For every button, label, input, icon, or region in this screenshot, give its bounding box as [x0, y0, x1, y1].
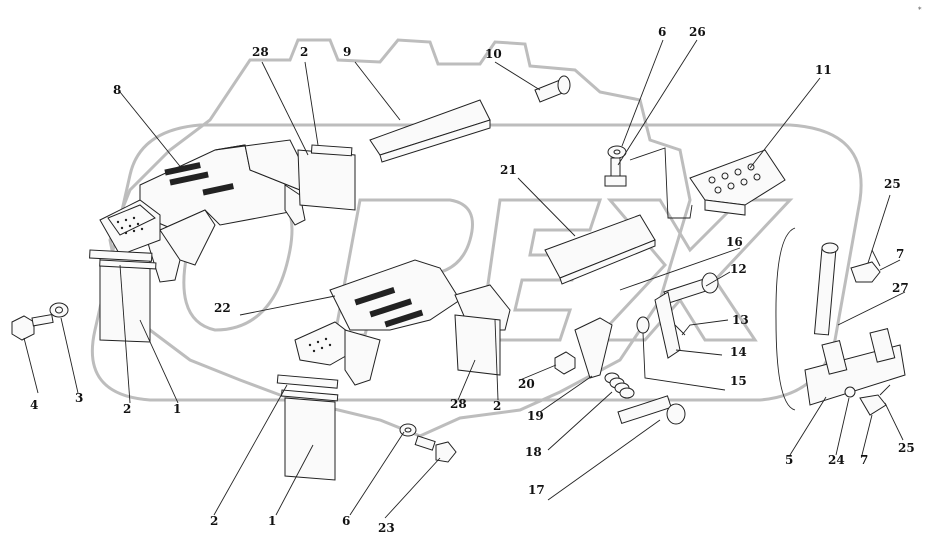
right-step-hinge — [775, 227, 906, 416]
right-fender-assembly — [294, 259, 511, 386]
upper-mudflap-assembly — [297, 144, 356, 211]
right-step-tread — [308, 337, 332, 353]
callout-7-top: 7 — [896, 247, 904, 261]
callout-23: 23 — [378, 521, 395, 535]
callout-7-bottom: 7 — [860, 453, 868, 467]
middle-plate — [544, 214, 656, 285]
callout-2-bottom: 2 — [210, 514, 218, 528]
callout-8: 8 — [113, 83, 121, 97]
step-holes — [708, 163, 761, 194]
callout-5: 5 — [785, 453, 793, 467]
callout-22: 22 — [214, 301, 231, 315]
callout-3: 3 — [75, 391, 83, 405]
spring-18 — [604, 372, 635, 399]
leader-lines — [23, 39, 906, 519]
callout-14: 14 — [730, 345, 747, 359]
callout-1-left: 1 — [173, 402, 181, 416]
top-bolt — [534, 75, 571, 103]
top-bolt-26 — [604, 157, 627, 187]
callout-6-top: 6 — [658, 25, 666, 39]
left-mudflap-assembly — [89, 249, 157, 343]
step-bracket — [629, 147, 786, 219]
callout-24: 24 — [828, 453, 845, 467]
callout-12: 12 — [730, 262, 747, 276]
callout-17: 17 — [528, 483, 545, 497]
callout-28-top: 28 — [252, 45, 269, 59]
callout-19: 19 — [527, 409, 544, 423]
lower-washer — [399, 423, 417, 437]
callout-16: 16 — [726, 235, 743, 249]
callout-1-bottom: 1 — [268, 514, 276, 528]
callout-4: 4 — [30, 398, 38, 412]
callout-2-left: 2 — [123, 402, 131, 416]
left-washer — [49, 302, 69, 318]
callout-13: 13 — [732, 313, 749, 327]
callout-2-right: 2 — [493, 399, 501, 413]
callout-28-right: 28 — [450, 397, 467, 411]
linkage-parts — [554, 272, 719, 425]
callout-11: 11 — [815, 63, 832, 77]
callout-15: 15 — [730, 374, 747, 388]
lower-bolt — [414, 435, 457, 463]
right-mudflap-assembly — [454, 314, 501, 376]
callout-21: 21 — [500, 163, 517, 177]
top-plate — [369, 99, 491, 163]
callout-27: 27 — [892, 281, 909, 295]
callout-6-bottom: 6 — [342, 514, 350, 528]
callout-25-bottom: 25 — [898, 441, 915, 455]
pin-17 — [617, 395, 686, 425]
left-fender-assembly — [99, 139, 306, 283]
left-step-tread — [116, 216, 144, 235]
callout-18: 18 — [525, 445, 542, 459]
lower-mudflap-assembly — [276, 374, 339, 481]
callout-25-top: 25 — [884, 177, 901, 191]
callout-26: 26 — [689, 25, 706, 39]
callout-2-top: 2 — [300, 45, 308, 59]
pin-12 — [663, 272, 719, 305]
callout-9: 9 — [343, 45, 351, 59]
callout-10: 10 — [485, 47, 502, 61]
corner-mark: * — [918, 6, 922, 14]
callout-labels: 8 28 2 9 10 6 26 11 21 25 16 7 12 27 22 … — [30, 25, 915, 535]
left-bolt — [11, 313, 54, 341]
callout-20: 20 — [518, 377, 535, 391]
